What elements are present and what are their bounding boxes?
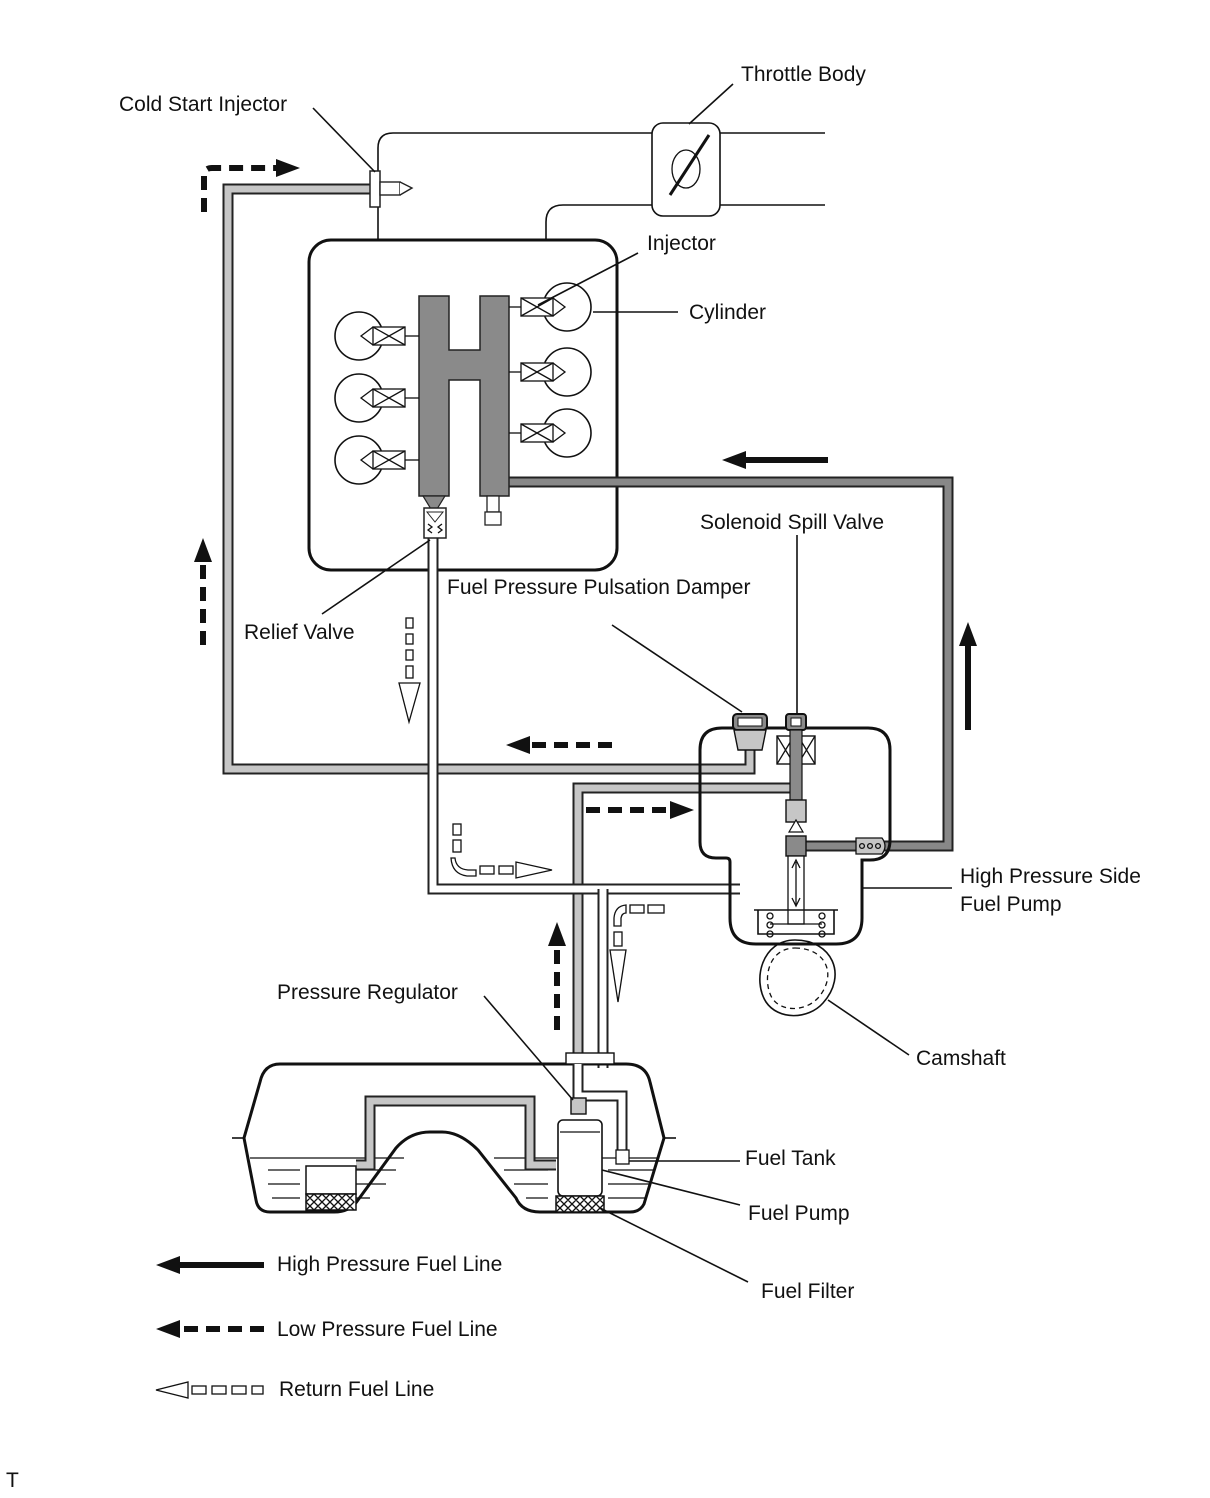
- injectors: [359, 297, 567, 470]
- fuel-tank: [232, 1052, 676, 1214]
- legend-high-pressure-label: High Pressure Fuel Line: [277, 1253, 502, 1276]
- low-pressure-pipe: [222, 183, 802, 1095]
- legend-return-label: Return Fuel Line: [279, 1378, 434, 1401]
- relief-valve-label: Relief Valve: [244, 621, 355, 644]
- solenoid-spill-valve-label: Solenoid Spill Valve: [700, 511, 884, 534]
- intake-manifold: [377, 132, 825, 240]
- legend-low-pressure: Low Pressure Fuel Line: [156, 1318, 498, 1341]
- high-pressure-side-fuel-pump: [698, 713, 892, 946]
- fuel-pump-label-line2: Fuel Pump: [960, 893, 1062, 916]
- low-pressure-flow-arrow: [201, 159, 300, 212]
- return-pipe: [427, 535, 740, 1068]
- legend: High Pressure Fuel Line Low Pressure Fue…: [155, 1253, 502, 1401]
- fuel-tank-label: Fuel Tank: [745, 1147, 836, 1170]
- legend-return: Return Fuel Line: [155, 1378, 434, 1401]
- legend-high-pressure: High Pressure Fuel Line: [156, 1253, 502, 1276]
- relief-valve: [423, 507, 447, 539]
- cylinders: [334, 282, 592, 485]
- high-pressure-pipe: [505, 476, 954, 852]
- low-pressure-flow-arrow: [506, 736, 612, 754]
- low-pressure-flow-arrow: [586, 801, 694, 819]
- camshaft-label: Camshaft: [916, 1047, 1006, 1070]
- leader-lines: [312, 83, 952, 1283]
- injector-label: Injector: [647, 232, 716, 255]
- camshaft: [759, 939, 836, 1017]
- fuel-filter-label: Fuel Filter: [761, 1280, 854, 1303]
- throttle-body: [651, 122, 721, 217]
- return-flow-arrow: [450, 823, 553, 879]
- fuel-pump-label: Fuel Pump: [748, 1202, 850, 1225]
- return-flow-arrow: [398, 617, 421, 725]
- throttle-body-label: Throttle Body: [741, 63, 866, 86]
- high-pressure-side-label: High Pressure Side: [960, 865, 1141, 888]
- high-pressure-flow-arrow: [722, 451, 828, 469]
- return-flow-arrow: [609, 904, 665, 1003]
- low-pressure-flow-arrow: [548, 922, 566, 1030]
- corner-mark: T: [6, 1469, 19, 1492]
- low-pressure-flow-arrow: [194, 538, 212, 645]
- engine-block: [307, 238, 619, 572]
- cylinder-label: Cylinder: [689, 301, 766, 324]
- high-pressure-flow-arrow: [959, 622, 977, 730]
- fuel-pressure-pulsation-damper-label: Fuel Pressure Pulsation Damper: [447, 576, 750, 599]
- cold-start-injector-label: Cold Start Injector: [119, 93, 287, 116]
- fuel-rail: [418, 295, 510, 526]
- legend-low-pressure-label: Low Pressure Fuel Line: [277, 1318, 498, 1341]
- pressure-regulator-label: Pressure Regulator: [277, 981, 458, 1004]
- cold-start-injector: [369, 170, 414, 208]
